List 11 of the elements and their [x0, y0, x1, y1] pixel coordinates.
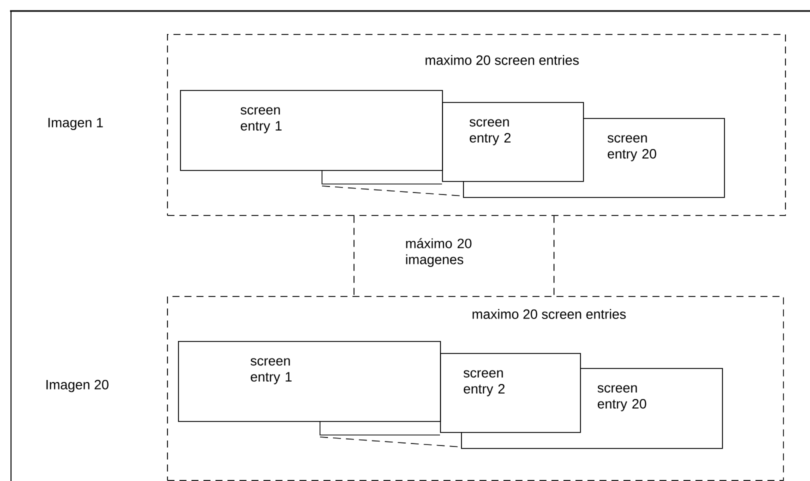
dashed-group-box [167, 296, 784, 481]
note-text: máximo 20 imagenes [406, 238, 472, 267]
screen-entry-box: screen entry 2 [440, 352, 581, 433]
screen-entry-box: screen entry 2 [442, 102, 584, 182]
screen-entry-box: screen entry 1 [180, 90, 443, 171]
group-heading: maximo 20 screen entries [426, 55, 579, 65]
screen-entry-box: screen entry 1 [178, 340, 441, 422]
image-label: Imagen 20 [46, 380, 108, 392]
group-heading: maximo 20 screen entries [472, 309, 626, 319]
image-label: Imagen 1 [48, 118, 103, 130]
dashed-group-box [167, 34, 786, 216]
